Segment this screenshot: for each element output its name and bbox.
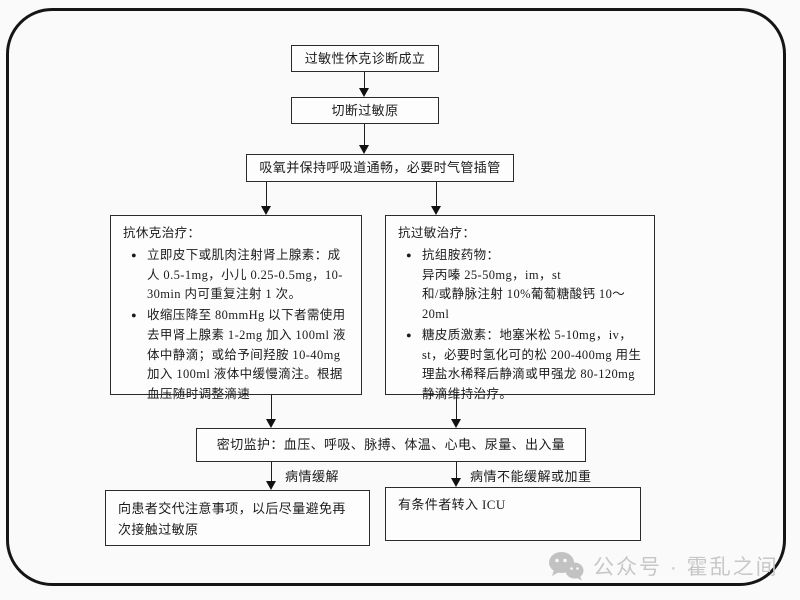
node-icu: 有条件者转入 ICU [385, 487, 641, 541]
bullet-icon: ● [131, 249, 137, 260]
node-icu-label: 有条件者转入 ICU [398, 497, 506, 512]
anti-allergy-bullet-1: 抗组胺药物： 异丙嗪 25-50mg，im，st 和/或静脉注射 10%葡萄糖酸… [422, 247, 626, 321]
connector-line [436, 182, 437, 207]
node-cut-allergen: 切断过敏原 [291, 97, 439, 124]
connector-line [271, 462, 272, 482]
node-anti-shock: 抗休克治疗： ● 立即皮下或肌肉注射肾上腺素：成人 0.5-1mg，小儿 0.2… [110, 215, 362, 401]
list-item: ● 糖皮质激素：地塞米松 5-10mg，iv，st，必要时氢化可的松 200-4… [396, 326, 644, 405]
node-monitor: 密切监护：血压、呼吸、脉搏、体温、心电、尿量、出入量 [196, 428, 586, 462]
arrow-down-icon [451, 419, 461, 428]
list-item: ● 抗组胺药物： 异丙嗪 25-50mg，im，st 和/或静脉注射 10%葡萄… [396, 246, 644, 325]
node-advice: 向患者交代注意事项，以后尽量避免再次接触过敏原 [105, 490, 370, 546]
anti-shock-bullet-1: 立即皮下或肌肉注射肾上腺素：成人 0.5-1mg，小儿 0.25-0.5mg，1… [147, 247, 343, 302]
connector-line [266, 182, 267, 207]
node-airway-label: 吸氧并保持呼吸道通畅，必要时气管插管 [259, 160, 501, 176]
connector-line [364, 72, 365, 89]
arrow-down-icon [451, 478, 461, 487]
branch-label-worsened: 病情不能缓解或加重 [470, 469, 592, 484]
wechat-icon [549, 552, 584, 581]
node-diagnosis: 过敏性休克诊断成立 [291, 45, 439, 72]
rounded-frame [6, 8, 786, 586]
watermark: 公众号 · 霍乱之间 [548, 551, 779, 581]
list-item: ● 立即皮下或肌肉注射肾上腺素：成人 0.5-1mg，小儿 0.25-0.5mg… [121, 246, 351, 305]
anti-allergy-title: 抗过敏治疗： [398, 226, 476, 240]
arrow-down-icon [266, 419, 276, 428]
connector-line [364, 124, 365, 146]
node-cut-allergen-label: 切断过敏原 [331, 102, 399, 118]
anti-shock-bullet-2: 收缩压降至 80mmHg 以下者需使用去甲肾上腺素 1-2mg 加入 100ml… [147, 308, 346, 401]
node-anti-allergy: 抗过敏治疗： ● 抗组胺药物： 异丙嗪 25-50mg，im，st 和/或静脉注… [385, 215, 655, 401]
node-monitor-label: 密切监护：血压、呼吸、脉搏、体温、心电、尿量、出入量 [216, 437, 566, 453]
connector-line [456, 395, 457, 420]
anti-allergy-bullet-2: 糖皮质激素：地塞米松 5-10mg，iv，st，必要时氢化可的松 200-400… [422, 327, 642, 401]
bullet-icon: ● [131, 310, 137, 320]
watermark-text: 公众号 · 霍乱之间 [593, 556, 779, 579]
connector-line [456, 462, 457, 479]
connector-line [271, 395, 272, 420]
arrow-down-icon [261, 206, 271, 215]
bullet-icon: ● [406, 329, 412, 340]
arrow-down-icon [266, 481, 276, 490]
node-diagnosis-label: 过敏性休克诊断成立 [304, 50, 426, 66]
node-advice-label: 向患者交代注意事项，以后尽量避免再次接触过敏原 [118, 501, 346, 537]
arrow-down-icon [359, 88, 369, 97]
arrow-down-icon [359, 145, 369, 154]
arrow-down-icon [431, 206, 441, 215]
list-item: ● 收缩压降至 80mmHg 以下者需使用去甲肾上腺素 1-2mg 加入 100… [121, 306, 351, 405]
anti-shock-title: 抗休克治疗： [123, 226, 201, 240]
node-airway: 吸氧并保持呼吸道通畅，必要时气管插管 [246, 154, 514, 182]
branch-label-relieved: 病情缓解 [285, 469, 340, 484]
bullet-icon: ● [406, 249, 412, 260]
